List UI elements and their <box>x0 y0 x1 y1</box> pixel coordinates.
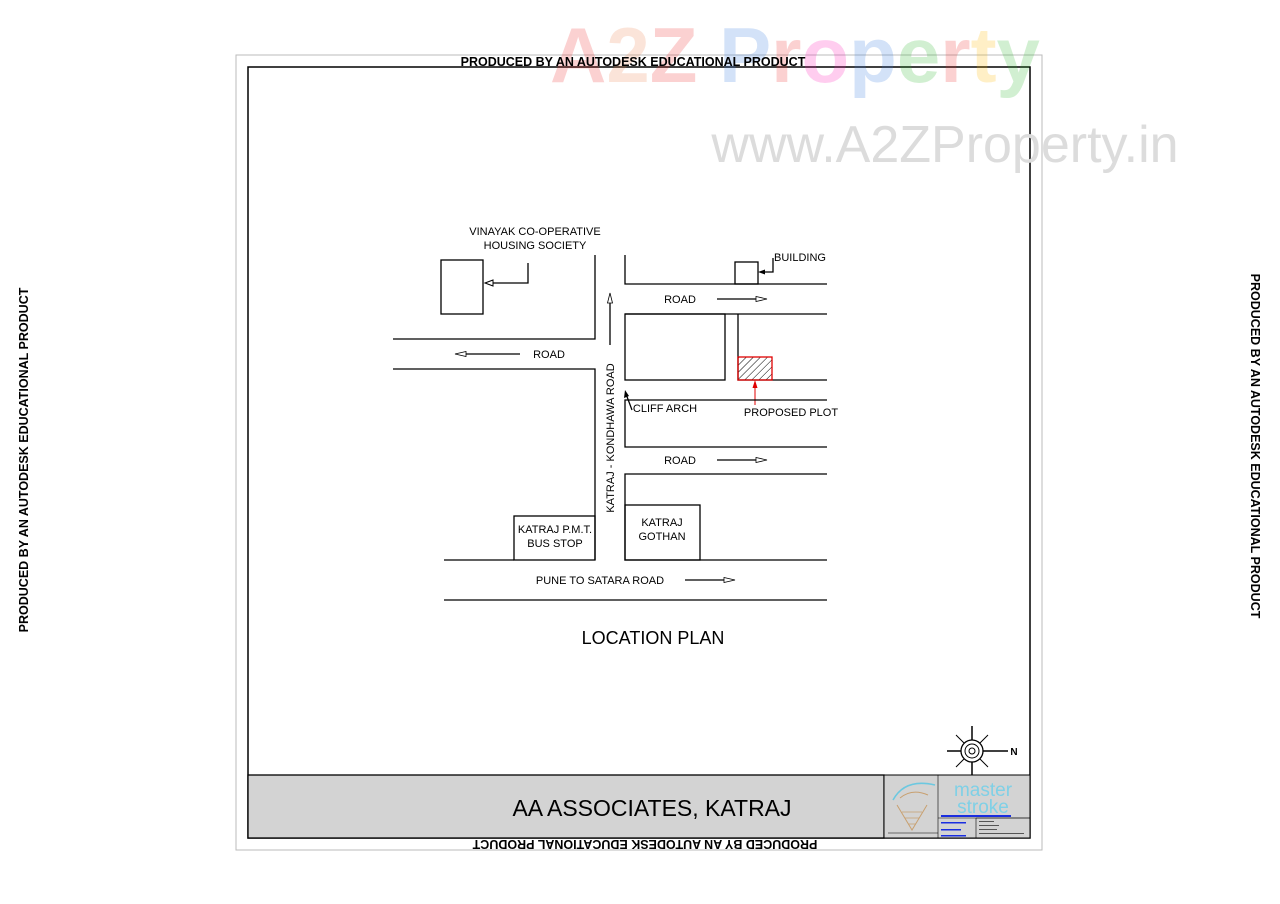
proposed-plot <box>737 356 773 381</box>
north-label: N <box>1010 747 1017 758</box>
road-label-left: ROAD <box>533 349 565 361</box>
society-label: HOUSING SOCIETY <box>484 240 587 252</box>
housing-society-block <box>440 259 484 315</box>
project-title: AA ASSOCIATES, KATRAJ <box>512 795 791 821</box>
bus-stop-label: BUS STOP <box>527 538 582 550</box>
firm-tagline <box>941 815 1011 817</box>
gothan-label: GOTHAN <box>638 531 685 543</box>
arrow-icon <box>483 279 494 287</box>
road-label-top: ROAD <box>664 294 696 306</box>
sheet-border <box>235 54 1043 851</box>
arrow-icon <box>755 456 768 464</box>
arrow-icon <box>624 390 629 398</box>
road-edge <box>393 255 596 340</box>
north-compass-icon <box>947 726 1008 776</box>
main-road-label: PUNE TO SATARA ROAD <box>536 575 664 587</box>
plan-title: LOCATION PLAN <box>582 628 725 648</box>
title-band <box>247 774 885 839</box>
society-label: VINAYAK CO-OPERATIVE <box>469 226 600 238</box>
autodesk-stamp-bottom: PRODUCED BY AN AUTODESK EDUCATIONAL PROD… <box>472 837 817 851</box>
building-block <box>734 261 759 285</box>
arrow-icon <box>752 380 758 388</box>
gothan-block <box>624 504 701 561</box>
road-label-middle: ROAD <box>664 455 696 467</box>
autodesk-stamp-left: PRODUCED BY AN AUTODESK EDUCATIONAL PROD… <box>17 287 31 632</box>
road-edge <box>624 255 827 285</box>
arrow-icon <box>755 295 768 303</box>
building-label: BUILDING <box>774 252 826 264</box>
arrow-icon <box>606 292 614 304</box>
bus-stop-block <box>513 515 596 561</box>
autodesk-stamp-top: PRODUCED BY AN AUTODESK EDUCATIONAL PROD… <box>461 55 806 69</box>
firm-name: stroke <box>957 797 1009 818</box>
society-leader <box>487 263 529 284</box>
plot-block <box>624 313 726 381</box>
brand-logo-watermark: A2Z Property <box>550 11 1040 99</box>
vertical-road-label: KATRAJ - KONDHAWA ROAD <box>605 363 617 512</box>
autodesk-stamp-right: PRODUCED BY AN AUTODESK EDUCATIONAL PROD… <box>1248 274 1262 619</box>
bus-stop-label: KATRAJ P.M.T. <box>518 524 592 536</box>
arrow-icon <box>454 350 467 358</box>
firm-logo-icon <box>892 782 936 831</box>
arrow-icon <box>723 576 736 584</box>
proposed-plot-label: PROPOSED PLOT <box>744 407 838 419</box>
drawing-frame <box>247 66 1031 839</box>
arrow-icon <box>758 269 765 275</box>
road-edge <box>393 368 596 560</box>
firm-name: master <box>954 780 1013 801</box>
gothan-label: KATRAJ <box>641 517 682 529</box>
brand-url-watermark: www.A2ZProperty.in <box>710 116 1178 174</box>
cliff-arch-label: CLIFF ARCH <box>633 403 697 415</box>
